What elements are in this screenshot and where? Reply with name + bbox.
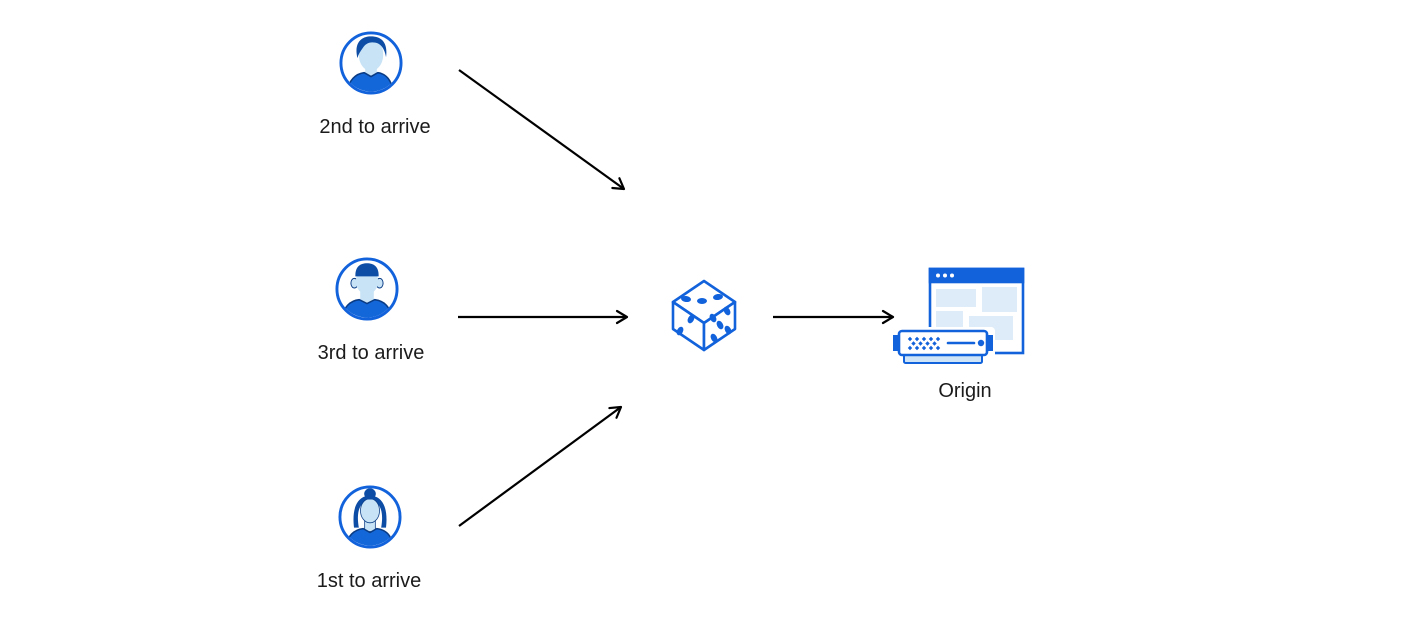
- client-node-1st: [338, 485, 402, 549]
- user-avatar-woman-bun-icon: [338, 485, 402, 549]
- user-avatar-man-flat-top-icon: [335, 257, 399, 321]
- dice-node: [668, 278, 740, 352]
- client-node-2nd: [339, 31, 403, 95]
- arrow-client2nd-to-dice: [458, 69, 626, 191]
- client-label-1st: 1st to arrive: [316, 570, 422, 592]
- server-icon: [891, 327, 995, 365]
- origin-label: Origin: [938, 380, 992, 402]
- dice-icon: [671, 279, 737, 352]
- arrow-client1st-to-dice: [458, 405, 623, 527]
- client-label-2nd: 2nd to arrive: [319, 116, 431, 138]
- client-node-3rd: [335, 257, 399, 321]
- origin-browser-and-server-icon: [891, 267, 1025, 365]
- user-avatar-man-swept-hair-icon: [339, 31, 403, 95]
- origin-node: [890, 258, 1030, 366]
- client-label-3rd: 3rd to arrive: [317, 342, 425, 364]
